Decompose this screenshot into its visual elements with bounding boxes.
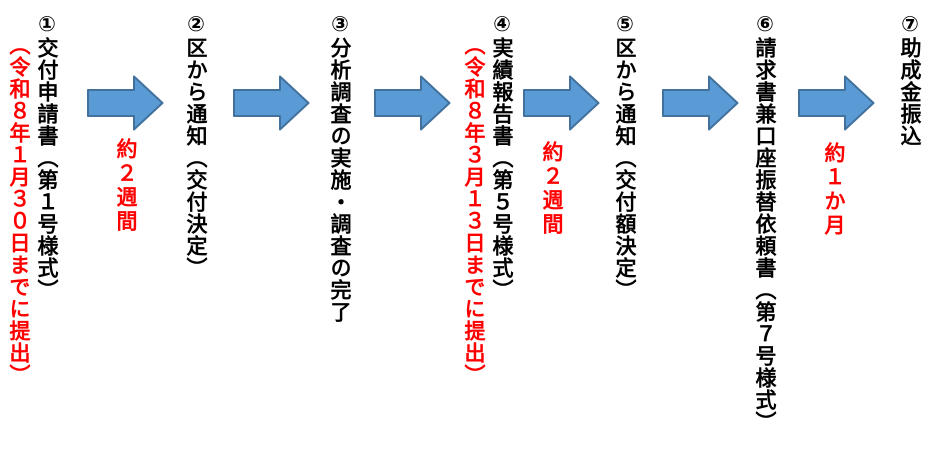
step-6-label: ⑥請求書兼口座振替依頼書（第７号様式） xyxy=(753,12,776,433)
step-1: ①交付申請書（第１号様式） （令和８年１月３０日までに提出） xyxy=(4,12,60,386)
step-2: ②区から通知（交付決定） xyxy=(181,12,209,279)
right-arrow-icon xyxy=(233,75,310,131)
step-3: ③分析調査の実施・調査の完了 xyxy=(325,12,353,323)
right-arrow-icon xyxy=(87,75,164,131)
right-arrow-icon xyxy=(662,75,739,131)
step-1-label: ①交付申請書（第１号様式） xyxy=(35,12,58,301)
step-5: ⑤区から通知（交付額決定） xyxy=(610,12,638,301)
step-7: ⑦助成金振込 xyxy=(895,12,923,147)
step-5-label: ⑤区から通知（交付額決定） xyxy=(613,12,636,301)
duration-label-1: 約２週間 xyxy=(114,138,137,234)
step-1-deadline: （令和８年１月３０日までに提出） xyxy=(7,34,30,386)
step-2-label: ②区から通知（交付決定） xyxy=(184,12,207,279)
right-arrow-icon xyxy=(523,75,600,131)
right-arrow-icon xyxy=(374,75,451,131)
step-4-deadline: （令和８年３月１３日までに提出） xyxy=(462,34,485,386)
duration-label-3: 約１か月 xyxy=(822,142,845,238)
step-4-label: ④実績報告書（第５号様式） xyxy=(490,12,513,301)
step-3-label: ③分析調査の実施・調査の完了 xyxy=(328,12,351,323)
right-arrow-icon xyxy=(798,75,875,131)
step-4: ④実績報告書（第５号様式） （令和８年３月１３日までに提出） xyxy=(459,12,515,386)
step-6: ⑥請求書兼口座振替依頼書（第７号様式） xyxy=(750,12,778,433)
duration-label-2: 約２週間 xyxy=(540,141,563,237)
step-7-label: ⑦助成金振込 xyxy=(898,12,921,147)
